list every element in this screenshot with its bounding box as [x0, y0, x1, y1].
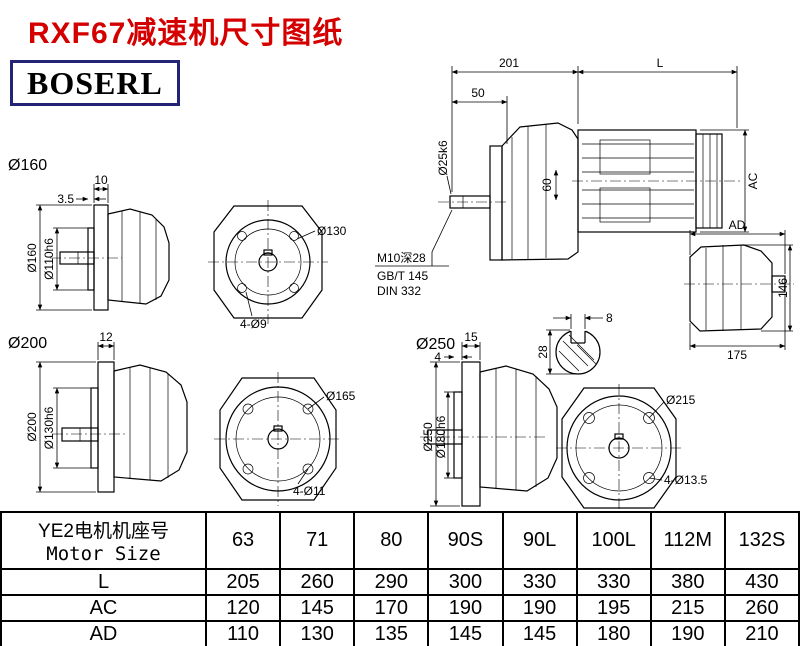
brand-logo: BOSERL	[10, 60, 180, 106]
column-header-90s: 90S	[427, 511, 504, 570]
table-cell: 145	[501, 620, 578, 646]
page-title: RXF67减速机尺寸图纸	[28, 17, 344, 50]
dim-spigot-depth-4: 4	[434, 350, 441, 364]
dim-key-height-28: 28	[536, 345, 550, 359]
dim-flange-15: 15	[464, 330, 478, 344]
table-cell: 430	[723, 568, 800, 596]
column-header-132s: 132S	[723, 511, 800, 570]
dim-spigot-110: Ø110h6	[42, 238, 56, 280]
table-cell: 130	[279, 620, 356, 646]
dim-holes-4x135: 4-Ø13.5	[664, 473, 708, 487]
dim-175: 175	[727, 348, 747, 362]
column-header-71: 71	[279, 511, 356, 570]
view-200-side: Ø200 Ø200 Ø130h6 12	[8, 330, 188, 493]
view-assembly: 201 L 50 Ø25k6 60	[375, 56, 760, 298]
dim-spigot-depth-35: 3.5	[57, 192, 74, 206]
table-cell: 120	[204, 594, 282, 622]
dim-od-200: Ø200	[25, 412, 39, 442]
dim-AC: AC	[746, 172, 760, 189]
dim-bolt-circle-215: Ø215	[666, 393, 696, 407]
table-cell: 195	[575, 594, 652, 622]
table-cell: 330	[501, 568, 578, 596]
dim-AD: AD	[729, 218, 746, 232]
column-header-112m: 112M	[649, 511, 726, 570]
dim-key-width-8: 8	[606, 311, 613, 325]
table-cell: 135	[353, 620, 430, 646]
table-cell: 180	[575, 620, 652, 646]
column-header-80: 80	[353, 511, 430, 570]
table-cell: 190	[427, 594, 504, 622]
technical-drawing: Ø160 Ø160 Ø110h6 10 3.5	[8, 56, 794, 511]
dim-holes-4x9: 4-Ø9	[240, 317, 267, 331]
dim-flange-10: 10	[94, 173, 108, 187]
table-row-AC: AC 120 145 170 190 190 195 215 260	[0, 594, 800, 622]
row-label-AD: AD	[0, 620, 207, 646]
dim-bolt-circle-130: Ø130	[317, 224, 347, 238]
note-thread: M10深28	[377, 251, 426, 265]
dim-L: L	[657, 56, 664, 70]
dim-flange-12: 12	[99, 330, 113, 344]
dim-60: 60	[540, 178, 554, 192]
row-label-L: L	[0, 568, 207, 596]
column-header-90l: 90L	[501, 511, 578, 570]
header-en: Motor Size	[46, 543, 161, 565]
view-keyway-section: 8 28	[536, 311, 613, 375]
dim-bolt-circle-165: Ø165	[326, 389, 356, 403]
row-label-AC: AC	[0, 594, 207, 622]
table-cell: 380	[649, 568, 726, 596]
view-250-label: Ø250	[416, 336, 455, 353]
column-header-63: 63	[204, 511, 282, 570]
table-cell: 110	[204, 620, 282, 646]
table-cell: 145	[279, 594, 356, 622]
view-250-front: Ø215 4-Ø13.5	[556, 384, 708, 511]
table-cell: 260	[723, 594, 800, 622]
table-row-AD: AD 110 130 135 145 145 180 190 210	[0, 620, 800, 646]
dim-146: 146	[776, 278, 790, 298]
dimension-table: YE2电机机座号 Motor Size 63 71 80 90S 90L 100…	[0, 511, 800, 646]
table-cell: 290	[353, 568, 430, 596]
header-cn: YE2电机机座号	[38, 521, 169, 542]
table-row-L: L 205 260 290 300 330 330 380 430	[0, 568, 800, 596]
dim-spigot-130: Ø130h6	[42, 406, 56, 449]
table-cell: 215	[649, 594, 726, 622]
dim-201: 201	[499, 56, 519, 70]
dim-holes-4x11: 4-Ø11	[293, 484, 326, 498]
note-din-standard: DIN 332	[377, 284, 421, 298]
view-250-side: Ø250 Ø250 Ø180h6 15 4	[416, 330, 558, 507]
brand-logo-text: BOSERL	[27, 64, 163, 101]
view-200-label: Ø200	[8, 335, 47, 352]
table-header-row: YE2电机机座号 Motor Size 63 71 80 90S 90L 100…	[0, 511, 800, 570]
table-cell: 190	[649, 620, 726, 646]
view-160-label: Ø160	[8, 157, 47, 174]
table-cell: 205	[204, 568, 282, 596]
table-cell: 260	[279, 568, 356, 596]
dim-50: 50	[471, 86, 485, 100]
table-cell: 210	[723, 620, 800, 646]
table-cell: 330	[575, 568, 652, 596]
view-160-side: Ø160 Ø160 Ø110h6 10 3.5	[8, 157, 170, 311]
column-header-100l: 100L	[575, 511, 652, 570]
note-gb-standard: GB/T 145	[377, 269, 428, 283]
view-160-front: Ø130 4-Ø9	[208, 200, 347, 331]
dim-shaft-dia: Ø25k6	[436, 140, 450, 176]
table-cell: 190	[501, 594, 578, 622]
table-cell: 300	[427, 568, 504, 596]
motor-size-header: YE2电机机座号 Motor Size	[0, 511, 207, 570]
table-cell: 145	[427, 620, 504, 646]
table-cell: 170	[353, 594, 430, 622]
view-output-side: AD 146 175	[684, 218, 794, 362]
view-200-front: Ø165 4-Ø11	[214, 372, 356, 506]
dim-od-160: Ø160	[25, 243, 39, 273]
